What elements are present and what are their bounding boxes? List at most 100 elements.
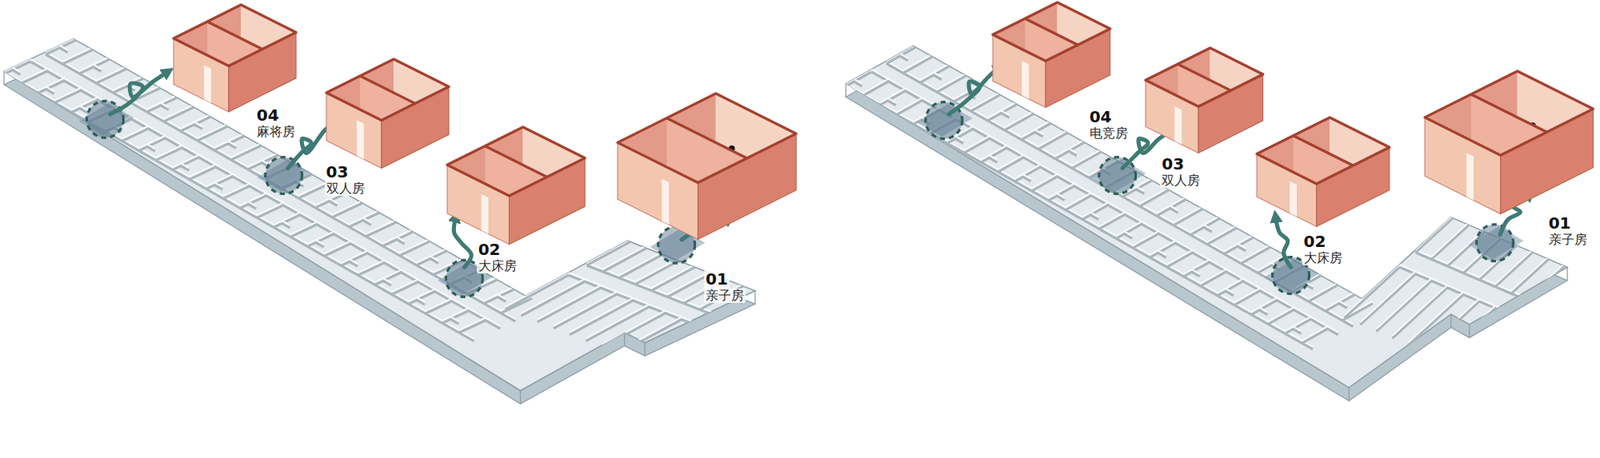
wall xyxy=(1224,234,1255,252)
wall-rim xyxy=(326,59,449,121)
wall xyxy=(357,260,384,274)
curly-arrow xyxy=(110,71,169,115)
wall-shadow xyxy=(1140,189,1171,207)
wall xyxy=(79,56,111,71)
wall-shadow xyxy=(1308,284,1340,302)
wall xyxy=(1408,292,1464,343)
wall xyxy=(988,155,997,160)
callout-number: 03 xyxy=(1160,155,1186,174)
wall-shadow xyxy=(886,46,917,64)
room-model: 02大床房 xyxy=(1256,117,1390,227)
wall-rim xyxy=(617,93,796,184)
wall xyxy=(425,299,452,312)
wall-shadow xyxy=(1038,132,1069,149)
wall-shadow xyxy=(1116,224,1142,239)
wall xyxy=(1308,282,1340,300)
wall-shadow xyxy=(1032,176,1058,192)
wall-shadow xyxy=(880,91,906,106)
wall xyxy=(365,219,397,234)
wall xyxy=(1082,202,1108,217)
callout-number: 01 xyxy=(1547,214,1573,233)
wall xyxy=(964,136,990,151)
wall xyxy=(569,298,633,333)
room-name: 亲子房 xyxy=(1547,232,1589,248)
wall xyxy=(1090,212,1099,218)
wall-rim xyxy=(484,146,547,178)
wall-rim xyxy=(1293,135,1354,165)
room-illustration xyxy=(1145,48,1264,153)
wall-shadow xyxy=(1424,301,1480,352)
wall-shadow xyxy=(586,240,632,266)
wall xyxy=(416,297,425,303)
wall-shadow xyxy=(290,224,317,238)
wall-shadow xyxy=(1200,272,1227,287)
room-model: 04麻将房 xyxy=(173,4,296,112)
wall-shadow xyxy=(1055,141,1086,159)
plan-edge xyxy=(1468,324,1470,339)
wall xyxy=(1204,224,1212,230)
wall xyxy=(955,136,964,141)
wall-shadow xyxy=(1344,267,1400,318)
wall xyxy=(290,222,317,236)
wall xyxy=(602,311,666,346)
room-name: 双人房 xyxy=(324,181,367,196)
wall-shadow xyxy=(1048,186,1075,201)
callout-number: 02 xyxy=(476,240,503,260)
wall-shadow xyxy=(214,136,246,151)
wall xyxy=(845,69,872,84)
door-opening xyxy=(480,194,488,235)
wall xyxy=(903,53,934,71)
wall-shadow xyxy=(1217,281,1244,296)
wall xyxy=(1184,260,1210,275)
wall xyxy=(1192,269,1200,275)
wall-shadow xyxy=(1004,113,1036,131)
room-name: 双人房 xyxy=(1160,173,1202,188)
exterior-wall xyxy=(1198,74,1264,153)
wall xyxy=(618,317,682,352)
wall-shadow xyxy=(651,266,697,292)
wall-rim xyxy=(173,4,296,67)
wall xyxy=(228,141,236,147)
wall-shadow xyxy=(1207,227,1238,244)
wall xyxy=(1167,250,1193,265)
wall-shadow xyxy=(1431,222,1472,260)
wall-shadow xyxy=(37,80,64,94)
wall xyxy=(1268,307,1294,322)
room-name: 大床房 xyxy=(1302,251,1344,266)
wall xyxy=(1360,272,1416,323)
wall xyxy=(156,145,183,159)
wall xyxy=(900,53,908,59)
callout-circle xyxy=(86,100,124,138)
wall xyxy=(240,193,267,207)
door-opening xyxy=(204,65,212,104)
wall xyxy=(537,285,601,320)
plan-walls xyxy=(845,44,1599,380)
wall xyxy=(1015,164,1041,180)
wall xyxy=(497,294,506,300)
exterior-wall xyxy=(1045,28,1111,108)
wall xyxy=(1376,278,1432,329)
wall-rim xyxy=(360,76,416,104)
room-illustration xyxy=(447,127,585,245)
wall xyxy=(408,289,436,303)
wall xyxy=(273,212,300,226)
door-opening xyxy=(1466,153,1474,201)
exterior-wall xyxy=(1145,80,1199,153)
wall-shadow xyxy=(122,128,149,142)
wall xyxy=(634,323,698,358)
wall-shadow xyxy=(416,250,448,265)
wall xyxy=(920,63,951,80)
callout-number: 03 xyxy=(324,163,351,182)
wall-shadow xyxy=(1376,280,1432,332)
wall xyxy=(1284,316,1311,332)
wall-shadow xyxy=(618,320,682,355)
wall xyxy=(194,122,203,128)
exterior-wall xyxy=(326,92,382,168)
wall xyxy=(46,86,55,92)
wall xyxy=(1543,268,1584,305)
wall-shadow xyxy=(139,138,166,152)
wall xyxy=(585,304,649,340)
exterior-wall xyxy=(228,32,296,112)
wall-shadow xyxy=(189,167,216,180)
